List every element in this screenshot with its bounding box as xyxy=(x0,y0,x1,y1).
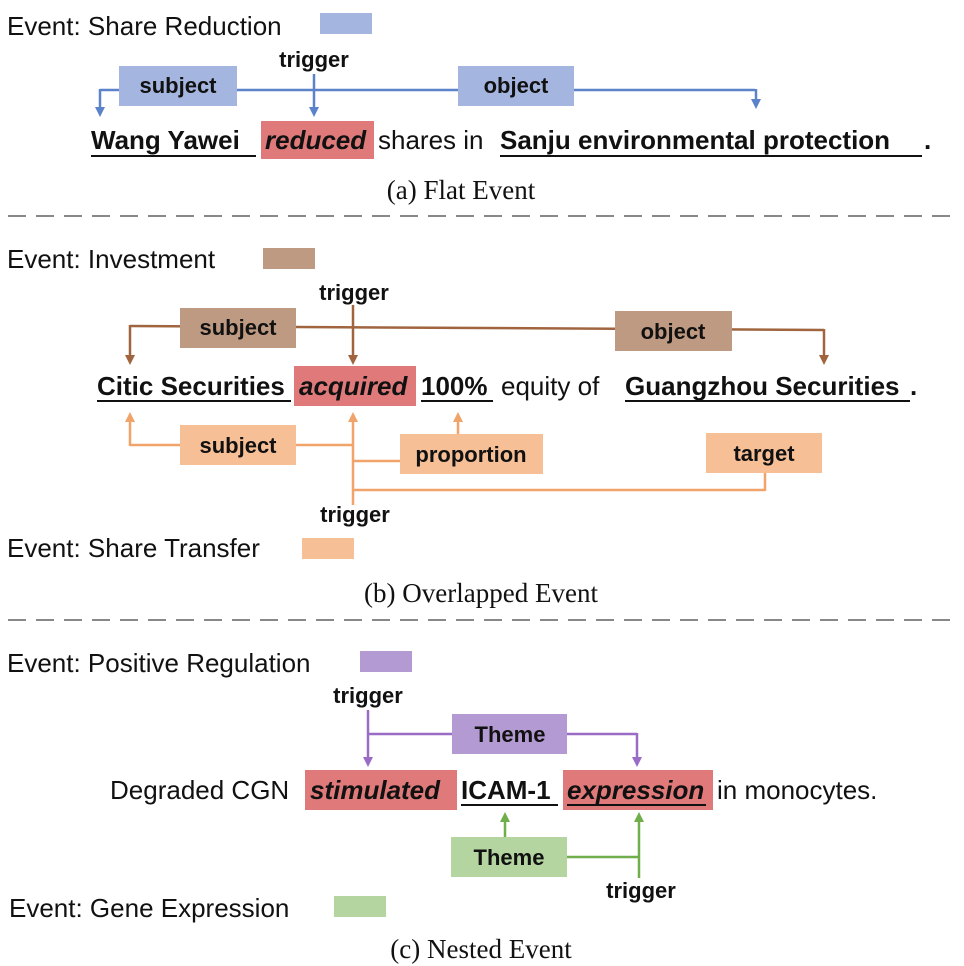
positive-regulation-swatch xyxy=(360,651,412,672)
nested-event1-label: Event: Positive Regulation xyxy=(7,648,311,678)
investment-trigger-label: trigger xyxy=(319,280,389,305)
target-label: target xyxy=(733,441,795,466)
overlapped-middle-span: equity of xyxy=(501,371,600,401)
flat-subject-span: Wang Yawei xyxy=(91,125,240,155)
nested-trigger1-highlight xyxy=(305,770,457,810)
share-transfer-trigger-label: trigger xyxy=(320,502,390,527)
nested-trigger2-span: expression xyxy=(567,775,704,805)
investment-object-box xyxy=(615,311,732,351)
nested-trigger2-highlight xyxy=(563,770,713,810)
share-transfer-subject-box xyxy=(180,425,296,465)
nested-theme-top-box xyxy=(452,714,567,754)
proportion-label: proportion xyxy=(415,442,526,467)
overlapped-event2-label: Event: Share Transfer xyxy=(7,533,260,563)
share-transfer-subject-label: subject xyxy=(199,433,277,458)
flat-trigger-highlight xyxy=(261,121,374,159)
nested-end-span: in monocytes. xyxy=(717,775,877,805)
flat-sentence: Wang Yawei reduced shares in Sanju envir… xyxy=(91,125,931,155)
nested-start-span: Degraded CGN xyxy=(110,775,289,805)
overlapped-trigger-span: acquired xyxy=(299,371,408,401)
investment-object-label: object xyxy=(641,319,706,344)
overlapped-proportion-span: 100% xyxy=(421,371,488,401)
overlapped-subject-span: Citic Securities xyxy=(97,371,285,401)
share-transfer-arrows xyxy=(125,412,767,505)
flat-subject-label: subject xyxy=(139,73,217,98)
overlapped-sentence: Citic Securities acquired 100% equity of… xyxy=(97,371,917,401)
flat-object-box xyxy=(458,66,574,106)
flat-trigger-label: trigger xyxy=(279,47,349,72)
flat-object-span: Sanju environmental protection xyxy=(500,125,890,155)
investment-subject-label: subject xyxy=(199,315,277,340)
flat-event-panel: Event: Share Reduction subject object tr… xyxy=(7,11,931,205)
share-transfer-swatch xyxy=(302,538,354,559)
nested-trigger-bottom-label: trigger xyxy=(606,878,676,903)
nested-trigger-top-label: trigger xyxy=(333,683,403,708)
nested-trigger1-span: stimulated xyxy=(310,775,441,805)
overlapped-end-span: . xyxy=(910,371,917,401)
proportion-box xyxy=(400,434,543,474)
nested-theme-bottom-box xyxy=(451,837,567,877)
nested-theme-bottom-label: Theme xyxy=(474,845,545,870)
investment-swatch xyxy=(263,248,315,269)
nested-event-panel: Event: Positive Regulation Theme trigger… xyxy=(7,648,877,964)
share-reduction-swatch xyxy=(320,13,372,34)
overlapped-object-span: Guangzhou Securities xyxy=(625,371,900,401)
flat-object-label: object xyxy=(484,73,549,98)
nested-caption: (c) Nested Event xyxy=(390,934,572,964)
nested-event2-label: Event: Gene Expression xyxy=(9,893,289,923)
flat-end-span: . xyxy=(924,125,931,155)
nested-arg-span: ICAM-1 xyxy=(461,775,551,805)
gene-expression-arrows xyxy=(500,812,644,878)
overlapped-event-panel: Event: Investment subject object trigger… xyxy=(7,244,917,608)
gene-expression-swatch xyxy=(334,896,386,917)
investment-subject-box xyxy=(180,308,296,348)
flat-event-label: Event: Share Reduction xyxy=(7,11,282,41)
flat-middle-span: shares in xyxy=(378,125,484,155)
overlapped-event1-label: Event: Investment xyxy=(7,244,216,274)
nested-sentence: Degraded CGN stimulated ICAM-1 expressio… xyxy=(110,775,877,805)
flat-subject-box xyxy=(119,66,237,106)
target-box xyxy=(706,433,822,473)
overlapped-caption: (b) Overlapped Event xyxy=(364,578,598,608)
nested-theme-top-label: Theme xyxy=(475,722,546,747)
positive-regulation-arrows xyxy=(363,710,642,767)
flat-trigger-span: reduced xyxy=(265,125,367,155)
flat-caption: (a) Flat Event xyxy=(387,175,536,205)
overlapped-trigger-highlight xyxy=(294,366,416,406)
